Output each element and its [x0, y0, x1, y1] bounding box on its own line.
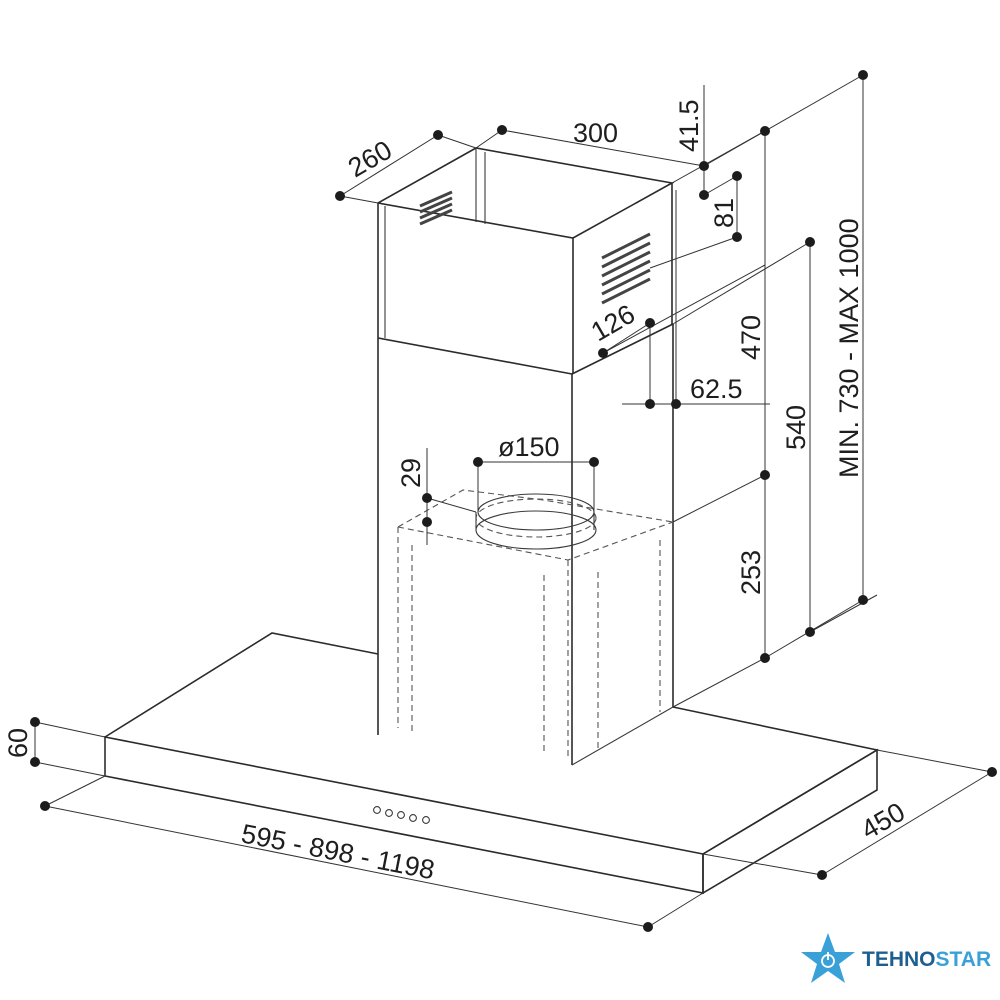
upper-chimney [377, 147, 675, 374]
label-260: 260 [343, 135, 397, 184]
brand-logo: TEHNOSTAR [801, 933, 991, 983]
label-81: 81 [709, 198, 739, 228]
motor-housing [397, 489, 674, 760]
control-button[interactable] [385, 809, 393, 817]
vent-grille-right [601, 232, 651, 305]
label-62-5: 62.5 [690, 374, 743, 404]
label-540: 540 [781, 405, 811, 450]
svg-text:TEHNOSTAR: TEHNOSTAR [862, 948, 991, 971]
star-power-icon [801, 933, 855, 983]
control-button[interactable] [397, 811, 405, 819]
control-button[interactable] [409, 814, 417, 822]
label-126: 126 [586, 299, 640, 348]
label-300: 300 [573, 118, 618, 148]
label-29: 29 [396, 458, 426, 488]
brand-name-part1: TEHNO [862, 948, 936, 971]
control-panel [373, 806, 430, 824]
label-253: 253 [736, 550, 766, 595]
lower-chimney [377, 323, 674, 766]
label-width: 595 - 898 - 1198 [239, 818, 437, 885]
control-button[interactable] [373, 806, 381, 814]
dimension-markers [30, 70, 997, 932]
control-button[interactable] [422, 816, 430, 824]
label-150: ø150 [498, 432, 560, 462]
label-470: 470 [736, 315, 766, 360]
vent-grille-left [419, 190, 453, 226]
label-450: 450 [856, 797, 910, 846]
hood-canopy [104, 632, 880, 895]
dimension-lines [34, 74, 993, 928]
brand-name-part2: STAR [936, 948, 992, 971]
label-41-5: 41.5 [674, 99, 704, 152]
label-min-max: MIN. 730 - MAX 1000 [834, 218, 864, 478]
label-60: 60 [3, 728, 33, 758]
